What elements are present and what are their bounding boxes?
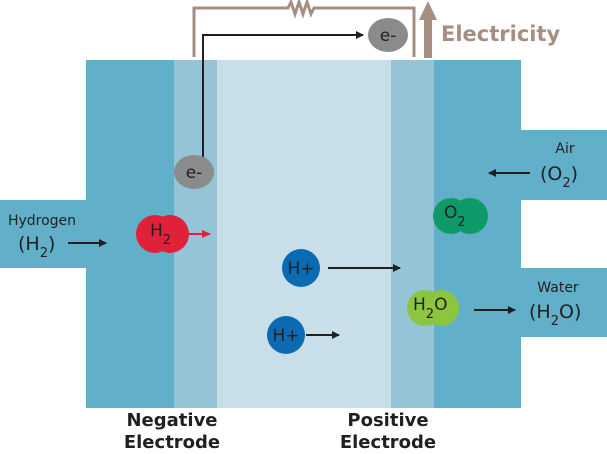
svg-text:Positive: Positive [347,410,428,431]
svg-text:H+: H+ [287,259,314,279]
oxygen-molecule: O2 [433,198,488,234]
svg-text:(H2): (H2) [18,233,55,261]
svg-text:Electrode: Electrode [340,432,436,453]
svg-text:(H2O): (H2O) [529,301,581,329]
svg-text:e-: e- [186,163,203,183]
positive-electrode-label: Positive Electrode [340,410,436,453]
hydrogen-inlet-channel [0,200,90,268]
svg-text:O2: O2 [444,203,466,230]
svg-text:Air: Air [555,141,574,157]
air-input-label: Air (O2) [540,141,578,191]
svg-text:H2: H2 [150,221,171,248]
svg-text:Electrode: Electrode [124,432,220,453]
electron-particle-anode: e- [174,155,214,189]
arrow-up-icon [419,1,437,58]
electrolyte-membrane [217,60,391,408]
fuel-cell [0,60,607,408]
cathode-plate [434,60,521,408]
svg-text:Hydrogen: Hydrogen [8,213,76,229]
svg-text:(O2): (O2) [540,163,578,191]
hydrogen-molecule: H2 [136,215,189,253]
svg-text:Water: Water [537,280,579,296]
cathode-catalyst-layer [391,60,434,408]
water-output-label: Water (H2O) [529,280,581,329]
svg-text:Negative: Negative [126,410,217,431]
circuit-wire [192,0,416,57]
water-molecule: H2O [407,290,459,326]
air-inlet-channel [515,130,607,200]
svg-text:H+: H+ [272,326,299,346]
electron-path-arrow [202,31,364,162]
negative-electrode-label: Negative Electrode [124,410,220,453]
electricity-label: Electricity [441,22,561,46]
hydrogen-input-label: Hydrogen (H2) [8,213,76,261]
external-circuit: Electricity [192,0,561,58]
svg-text:H2O: H2O [413,295,447,322]
proton-lower: H+ [267,316,305,354]
water-outlet-channel [515,268,607,337]
electron-particle-circuit: e- [368,18,408,52]
proton-upper: H+ [282,249,320,287]
svg-text:e-: e- [380,26,397,46]
